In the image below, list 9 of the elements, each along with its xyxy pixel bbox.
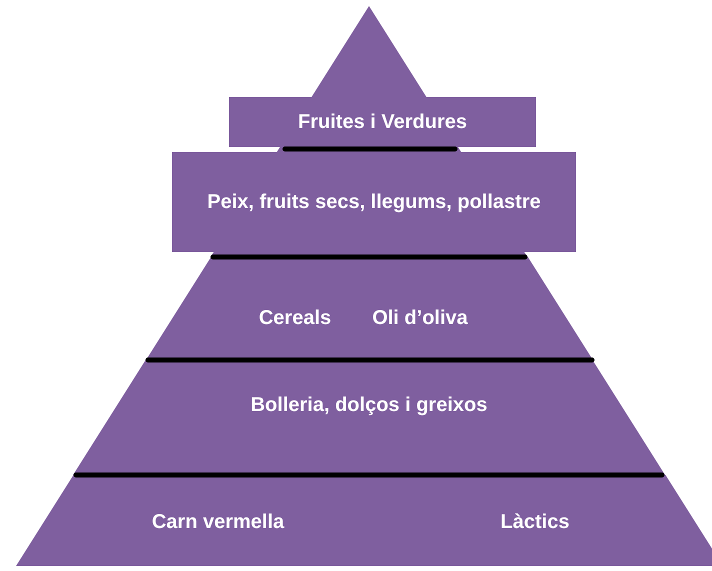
food-group-label: Carn vermella	[152, 510, 284, 535]
food-group-label: Cereals	[258, 306, 332, 331]
food-group-label: Oli d’oliva	[372, 306, 468, 331]
food-group-label: Làctics	[500, 510, 570, 535]
food-group-label: Peix, fruits secs, llegums, pollastre	[206, 190, 542, 215]
food-group-box	[229, 97, 536, 147]
food-group-label: Fruites i Verdures	[297, 110, 468, 135]
food-group-label: Bolleria, dolços i greixos	[250, 393, 488, 418]
food-group-box	[172, 152, 576, 252]
